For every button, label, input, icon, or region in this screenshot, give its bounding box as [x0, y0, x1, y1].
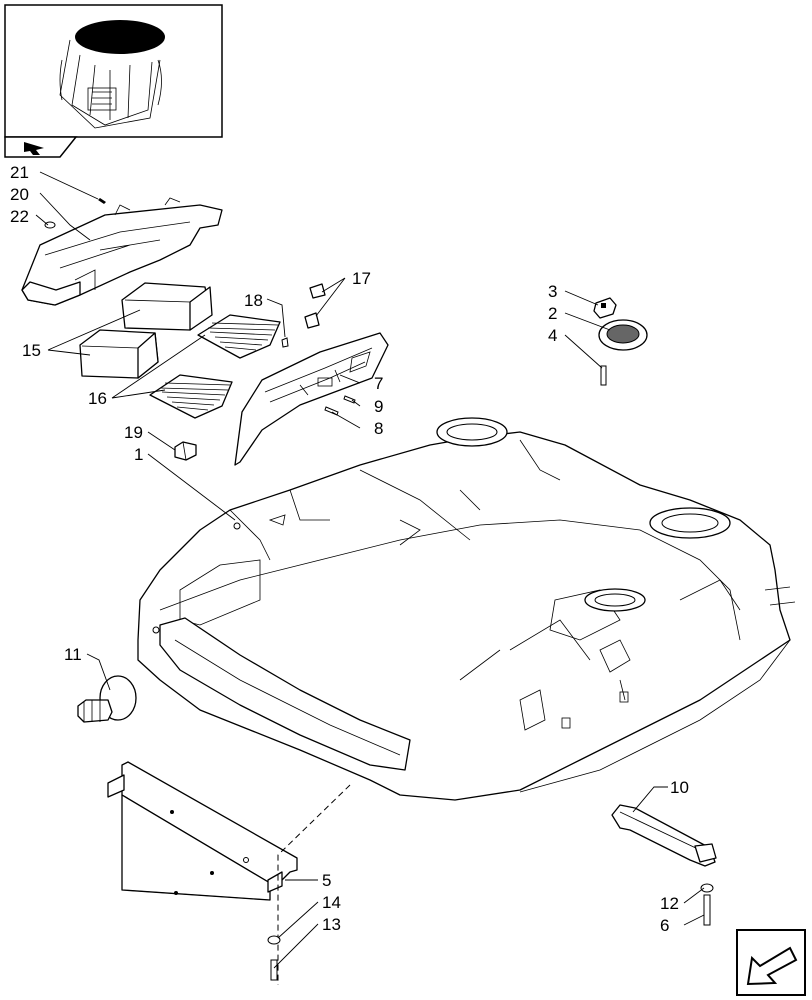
cab-locator-thumbnail [4, 4, 223, 138]
louver-grille-16b [149, 374, 233, 419]
callout-13: 13 [322, 915, 341, 934]
callout-21: 21 [10, 163, 29, 182]
vent-nozzle-15b [79, 329, 159, 379]
callout-3: 3 [548, 282, 557, 301]
leader-lines [35, 171, 705, 969]
callout-16: 16 [88, 389, 107, 408]
console-panel-7 [234, 332, 389, 466]
callout-4: 4 [548, 326, 557, 345]
callout-8: 8 [374, 419, 383, 438]
callout-7: 7 [374, 374, 383, 393]
clip-17a [309, 283, 326, 299]
clip-17b [304, 312, 320, 329]
screw-21 [98, 198, 106, 204]
callout-19: 19 [124, 423, 143, 442]
plug-19 [174, 441, 197, 461]
callout-5: 5 [322, 871, 331, 890]
clip-22 [44, 221, 56, 229]
callout-22: 22 [10, 207, 29, 226]
screw-9 [343, 395, 356, 404]
screw-4 [600, 365, 607, 386]
washer-12 [700, 883, 714, 893]
air-duct-20 [21, 197, 223, 306]
speaker-bracket-3 [593, 297, 617, 319]
screw-13 [270, 959, 278, 981]
callout-14: 14 [322, 893, 341, 912]
callout-20: 20 [10, 185, 29, 204]
callout-9: 9 [374, 397, 383, 416]
pin-18 [281, 337, 289, 348]
screw-6 [703, 894, 711, 926]
callout-1: 1 [134, 445, 143, 464]
callout-18: 18 [244, 291, 263, 310]
callout-11: 11 [64, 645, 82, 664]
callout-2: 2 [548, 304, 557, 323]
washer-14 [267, 935, 281, 945]
roof-liner-1 [137, 417, 796, 801]
callout-labels: 21 20 22 15 16 18 17 7 9 8 19 1 3 2 4 11… [10, 163, 689, 935]
next-page-arrow-icon[interactable] [736, 929, 806, 996]
callout-12: 12 [660, 894, 679, 913]
speaker-grille-2 [598, 319, 648, 351]
assembly-dash-line [277, 784, 351, 985]
callout-17: 17 [352, 269, 371, 288]
callout-15: 15 [22, 341, 41, 360]
vent-nozzle-15a [121, 282, 213, 331]
grab-handle-10 [611, 804, 717, 867]
callout-6: 6 [660, 916, 669, 935]
callout-10: 10 [670, 778, 689, 797]
panel-5 [107, 761, 298, 901]
back-arrow-icon[interactable] [4, 136, 78, 158]
louver-grille-16a [197, 314, 281, 359]
